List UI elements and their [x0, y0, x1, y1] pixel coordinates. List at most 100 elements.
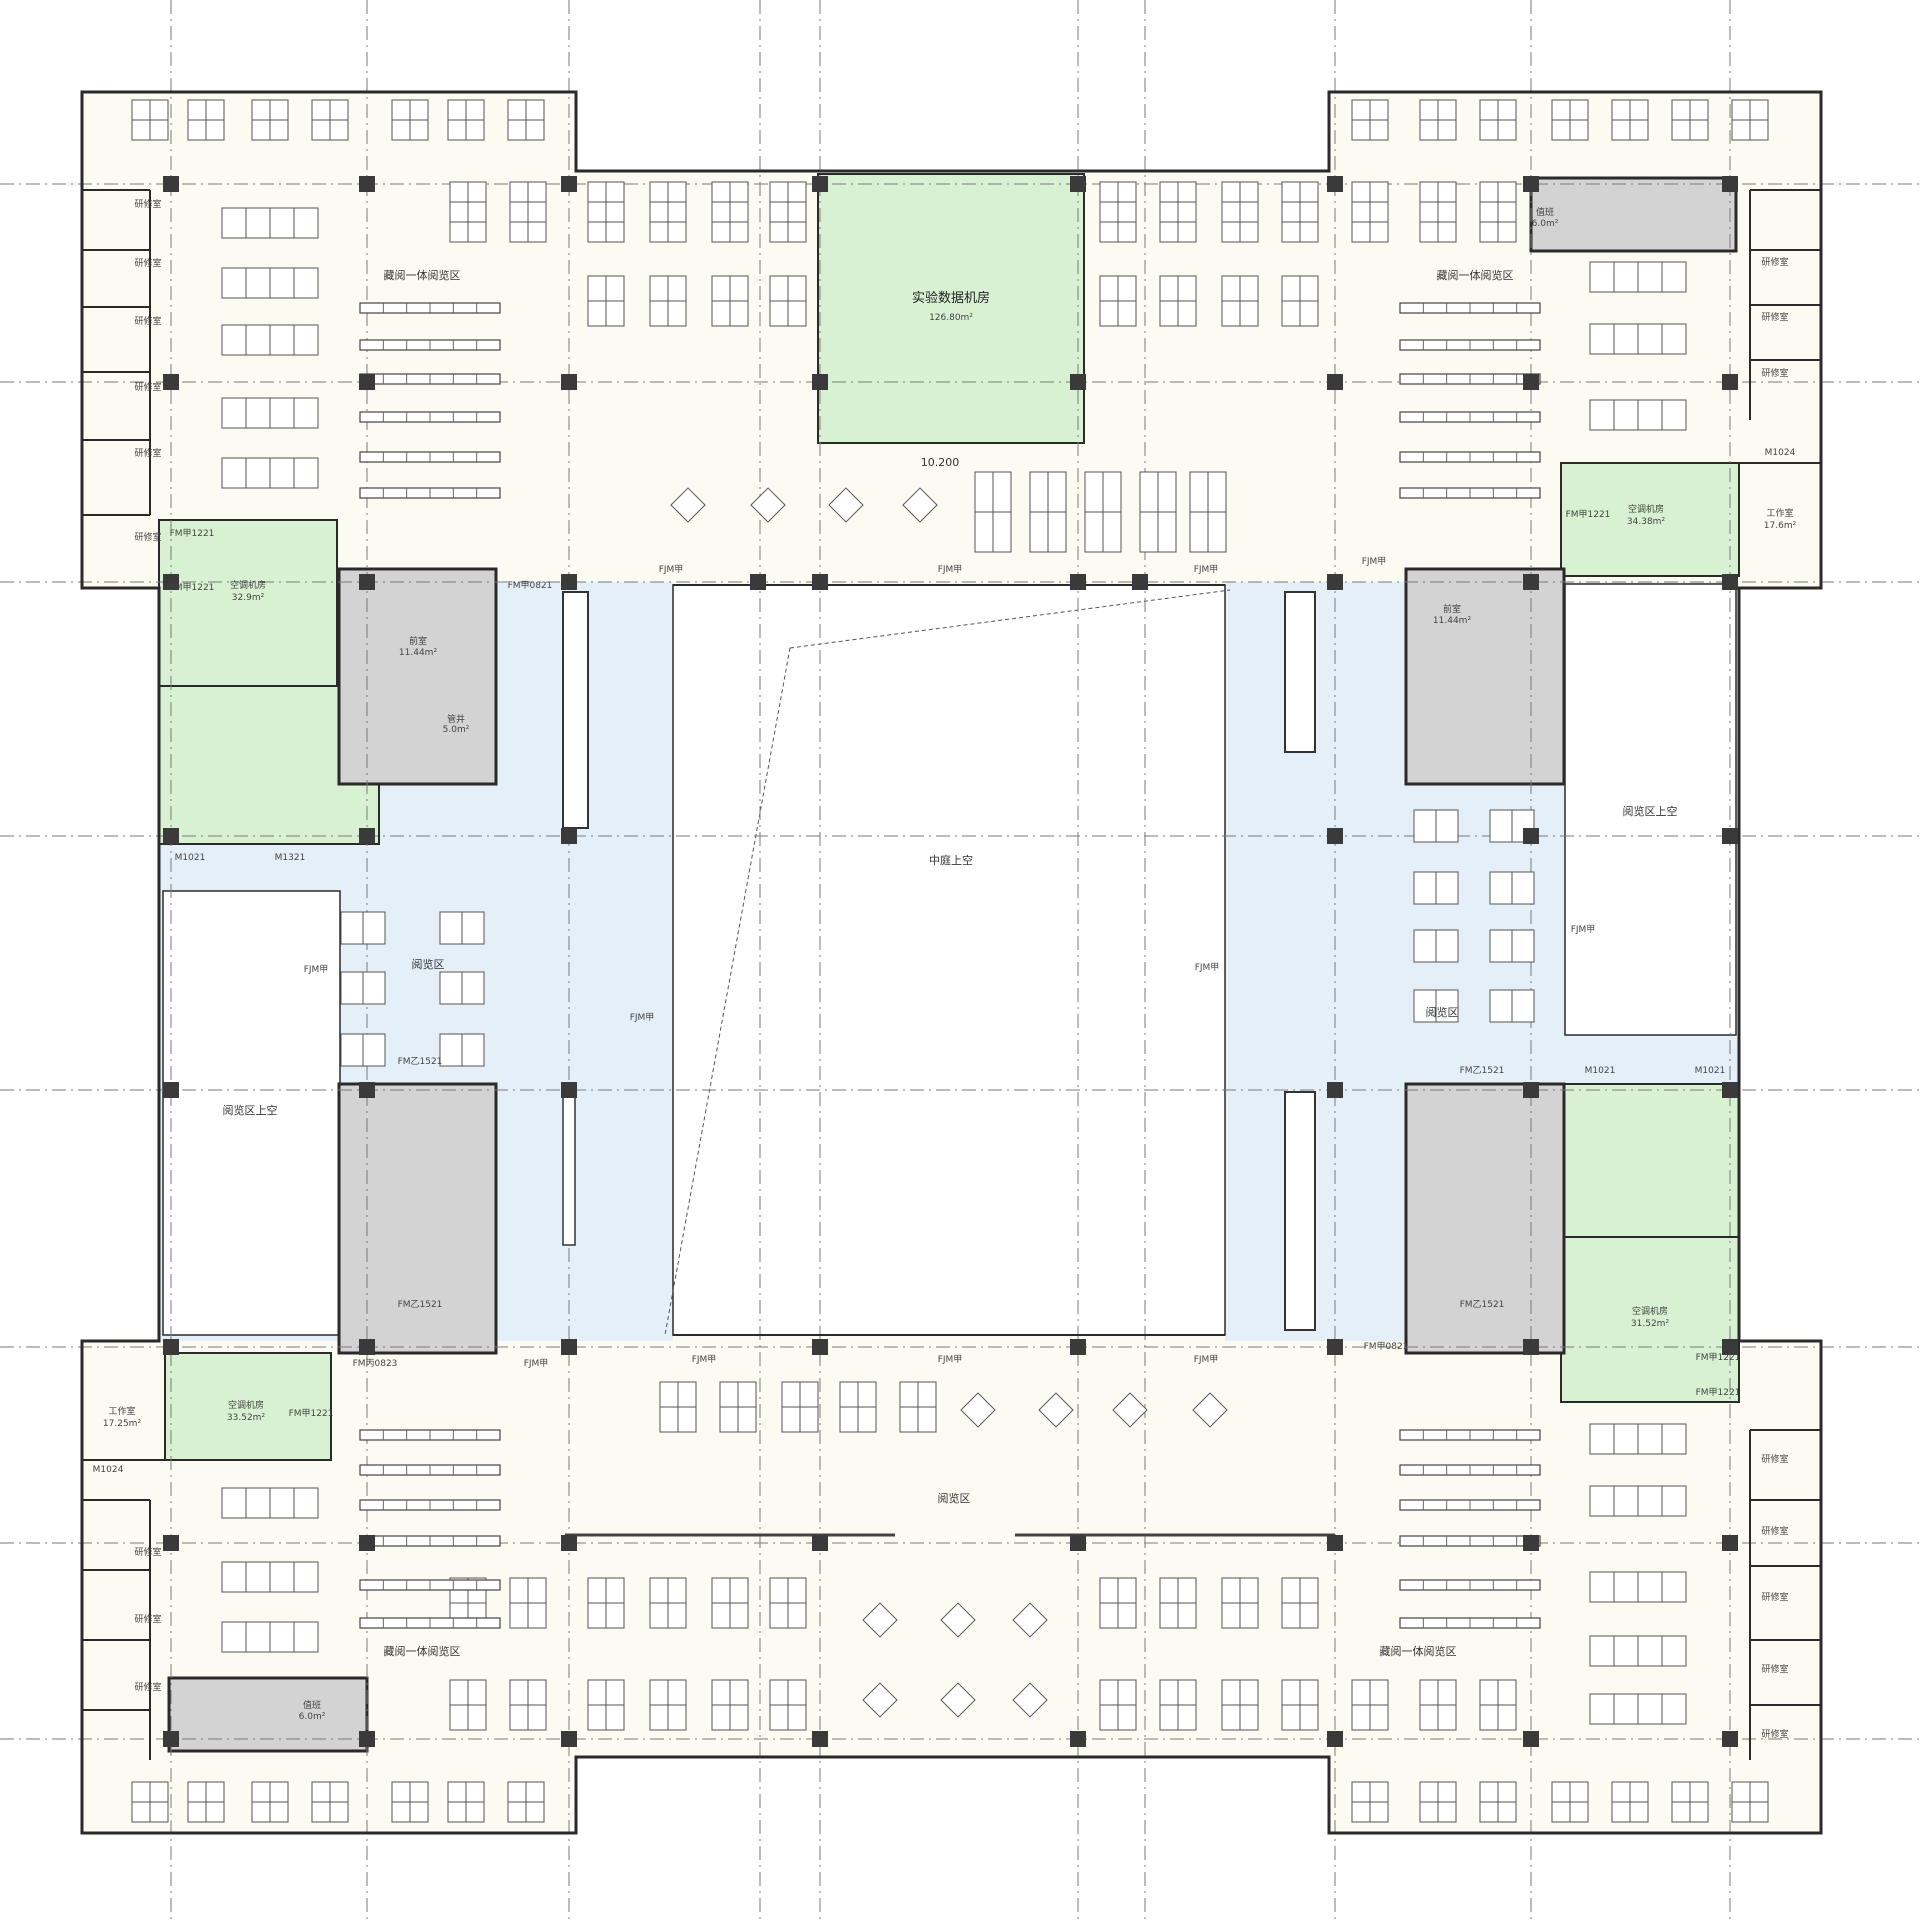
- desk: [269, 1781, 289, 1803]
- desk: [1351, 181, 1371, 203]
- desk: [1281, 1577, 1301, 1604]
- desk: [917, 1406, 937, 1433]
- desk: [311, 99, 331, 121]
- desk: [677, 1381, 697, 1408]
- atrium-stair: [1284, 1091, 1316, 1331]
- desk: [605, 275, 625, 302]
- desk: [465, 1781, 485, 1803]
- lounge-table: [828, 487, 864, 523]
- lounge-table: [940, 1602, 976, 1638]
- desk: [711, 1577, 731, 1604]
- desk: [1239, 1679, 1259, 1706]
- reading-area-bottom-label: 阅览区: [938, 1491, 971, 1505]
- desk: [465, 119, 485, 141]
- desk: [649, 181, 669, 203]
- structural-column: [163, 1535, 179, 1551]
- structural-column: [1327, 176, 1343, 192]
- desk: [667, 1577, 687, 1604]
- desk: [1661, 323, 1687, 355]
- desk: [787, 275, 807, 302]
- desk: [507, 99, 527, 121]
- atrium-label: 中庭上空: [929, 853, 973, 867]
- lounge-table: [1012, 1682, 1048, 1718]
- door-tag: FM乙1521: [398, 1299, 443, 1310]
- desk: [1351, 201, 1371, 223]
- desk: [391, 1781, 411, 1803]
- desk: [245, 1561, 271, 1593]
- desk: [1569, 1781, 1589, 1803]
- desk: [711, 1704, 731, 1731]
- fire-shutter-tag: FJM甲: [692, 1354, 717, 1365]
- desk: [1177, 181, 1197, 203]
- desk: [729, 1577, 749, 1604]
- desk: [221, 397, 247, 429]
- stair-elevator-core: [1404, 567, 1566, 786]
- desk: [1177, 1704, 1197, 1731]
- desk: [1497, 1704, 1517, 1731]
- desk: [245, 207, 271, 239]
- desk: [509, 1602, 529, 1629]
- desk: [1689, 1781, 1709, 1803]
- desk: [525, 99, 545, 121]
- door-tag: M1321: [275, 853, 306, 863]
- desk: [857, 1406, 877, 1433]
- structural-column: [812, 1339, 828, 1355]
- desk: [131, 119, 151, 141]
- desk: [1189, 511, 1209, 553]
- desk: [587, 1577, 607, 1604]
- desk: [467, 1704, 487, 1731]
- desk: [293, 1621, 319, 1653]
- desk: [221, 324, 247, 356]
- desk: [787, 1602, 807, 1629]
- void-right: [1564, 583, 1737, 1036]
- desk: [1413, 929, 1437, 963]
- structural-column: [1327, 828, 1343, 844]
- desk: [449, 181, 469, 203]
- desk: [187, 1801, 207, 1823]
- mechanical-room: [164, 1352, 332, 1461]
- desk: [1613, 1635, 1639, 1667]
- structural-column: [359, 374, 375, 390]
- lounge-table: [1038, 1392, 1074, 1428]
- desk: [293, 1487, 319, 1519]
- desk: [221, 267, 247, 299]
- desk: [1419, 1801, 1439, 1823]
- structural-column: [359, 1082, 375, 1098]
- desk: [1369, 181, 1389, 203]
- desk: [1749, 1781, 1769, 1803]
- desk: [245, 457, 271, 489]
- desk: [1497, 221, 1517, 243]
- desk: [1671, 99, 1691, 121]
- desk: [1159, 1679, 1179, 1706]
- desk: [221, 457, 247, 489]
- study-room-label: 研修室: [134, 257, 161, 269]
- desk: [729, 275, 749, 302]
- desk: [1159, 275, 1179, 302]
- desk: [509, 201, 529, 223]
- duty-room-bl-label: 值班: [303, 1699, 321, 1711]
- room-labels: 实验数据机房 126.80m² 10.200 藏阅一体阅览区 藏阅一体阅览区 藏…: [103, 198, 1797, 1740]
- desk: [465, 99, 485, 121]
- desk: [447, 99, 467, 121]
- desk: [1419, 221, 1439, 243]
- desk: [507, 1801, 527, 1823]
- desk: [1419, 181, 1439, 203]
- desk: [329, 1781, 349, 1803]
- desk: [1299, 1704, 1319, 1731]
- desk: [1613, 1485, 1639, 1517]
- desk: [1281, 275, 1301, 302]
- desk: [1637, 1423, 1663, 1455]
- structural-column: [561, 1339, 577, 1355]
- desk: [605, 221, 625, 243]
- desk: [1369, 201, 1389, 223]
- desk: [711, 300, 731, 327]
- desk: [1435, 929, 1459, 963]
- elevation-mark: 10.200: [921, 456, 960, 469]
- desk: [1351, 1704, 1371, 1731]
- desk: [1419, 119, 1439, 141]
- desk: [1479, 1704, 1499, 1731]
- desk: [899, 1381, 919, 1408]
- desk: [1159, 181, 1179, 203]
- desk: [1047, 471, 1067, 513]
- lounge-table: [960, 1392, 996, 1428]
